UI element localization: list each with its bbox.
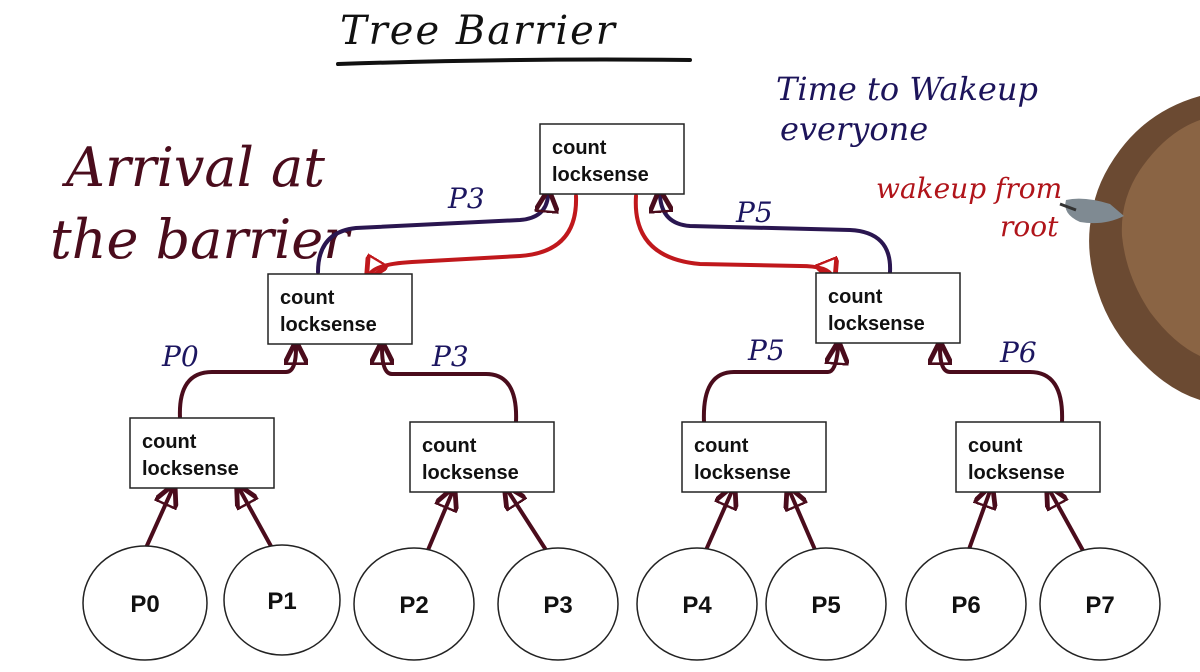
edge-label-root-left: P3 [447,182,485,215]
level2-node-1-box [129,417,275,489]
level2-node-1-locksense: locksense [142,458,239,480]
edge-labels: P3 P5 P0 P3 P5 P6 [161,182,1037,373]
edge-label-root-right: P5 [735,196,773,229]
root-wakeup-note-line2: root [1000,210,1059,243]
arrival-note-line2: the barrier [50,208,352,271]
root-node-locksense: locksense [552,164,649,186]
level1-node-left-box [267,273,413,345]
wakeup-root-to-l1a [370,194,579,274]
level2-node-4: count locksense [955,421,1101,493]
hand-highlight [1121,120,1200,356]
arrow-p0-to-node [143,490,172,552]
level2-node-2-locksense: locksense [422,462,519,484]
processor-p5-label: P5 [811,592,840,619]
level1-node-right-box [815,272,961,344]
level2-node-1-count: count [142,431,197,453]
level1-node-left-locksense: locksense [280,314,377,336]
arrow-p7-to-node [1050,491,1088,558]
edge-label-mid-right-a: P5 [747,334,785,367]
level2-node-2-count: count [422,435,477,457]
title-underline [336,57,692,66]
arrival-arrows [143,348,1088,558]
level1-node-left-count: count [280,287,335,309]
processor-p6-circle [905,547,1027,661]
level1-node-right-count: count [828,286,883,308]
processor-p0-circle [82,545,208,661]
processor-p3-label: P3 [543,592,572,619]
root-node-count: count [552,137,607,159]
level2-node-3: count locksense [681,421,827,493]
processor-p2-label: P2 [399,592,428,619]
level1-node-left: count locksense [267,273,413,345]
arrow-p1-to-node [240,490,274,550]
edge-label-mid-left-b: P3 [431,340,469,373]
root-arrival-arrows [316,196,893,274]
arrow-p6-to-node [966,491,990,554]
processor-p7-label: P7 [1085,592,1114,619]
level1-node-right-locksense: locksense [828,313,925,335]
processor-p3-circle [497,547,619,661]
hand-with-pen [1059,96,1200,400]
arrow-l2d-to-l1b [940,348,1065,424]
arrow-p5-to-node [790,492,818,554]
arrival-note: Arrival at the barrier [50,136,352,271]
level2-node-3-locksense: locksense [694,462,791,484]
arrow-p3-to-node [508,491,548,552]
arrow-p2-to-node [426,493,452,552]
level2-node-4-box [955,421,1101,493]
arrival-note-line1: Arrival at [61,136,325,199]
wakeup-note-line2: everyone [780,110,928,148]
root-wakeup-note-line1: wakeup from [876,172,1062,205]
processor-p6-label: P6 [951,592,980,619]
root-node: count locksense [539,123,685,195]
processor-p4-label: P4 [682,592,712,619]
arrow-l2a-to-l1a [177,348,296,420]
wakeup-note-line1: Time to Wakeup [776,70,1038,108]
processor-p7-circle [1039,547,1161,661]
level1-node-right: count locksense [815,272,961,344]
pen-tip [1059,202,1077,212]
wakeup-note: Time to Wakeup everyone [776,70,1038,148]
arrow-l2b-to-l1a [382,348,519,424]
level2-node-1: count locksense [129,417,275,489]
level2-node-2-box [409,421,555,493]
root-wakeup-note: wakeup from root [876,172,1062,243]
arrow-p4-to-node [704,491,732,552]
wakeup-root-to-l1b [633,194,832,276]
processor-p1-circle [223,544,341,656]
arrow-l1b-to-root [660,196,893,274]
level2-node-3-count: count [694,435,749,457]
title-text: Tree Barrier [340,8,618,54]
level2-node-2: count locksense [409,421,555,493]
root-node-box [539,123,685,195]
processor-p0-label: P0 [130,591,159,618]
processor-p1-label: P1 [267,588,296,615]
arrow-l2c-to-l1b [701,348,838,424]
level2-node-4-locksense: locksense [968,462,1065,484]
edge-label-mid-right-b: P6 [999,336,1037,369]
wakeup-arrows [370,194,832,276]
processor-p4-circle [636,547,758,661]
title: Tree Barrier [336,8,692,66]
level2-node-4-count: count [968,435,1023,457]
edge-label-mid-left-a: P0 [161,340,199,373]
level2-node-3-box [681,421,827,493]
processor-p2-circle [353,547,475,661]
pen-icon [1065,198,1124,224]
processor-p5-circle [765,547,887,661]
processors: P0 P1 P2 P3 P4 P5 P6 P7 [82,544,1161,661]
arrow-l1a-to-root [316,196,548,274]
